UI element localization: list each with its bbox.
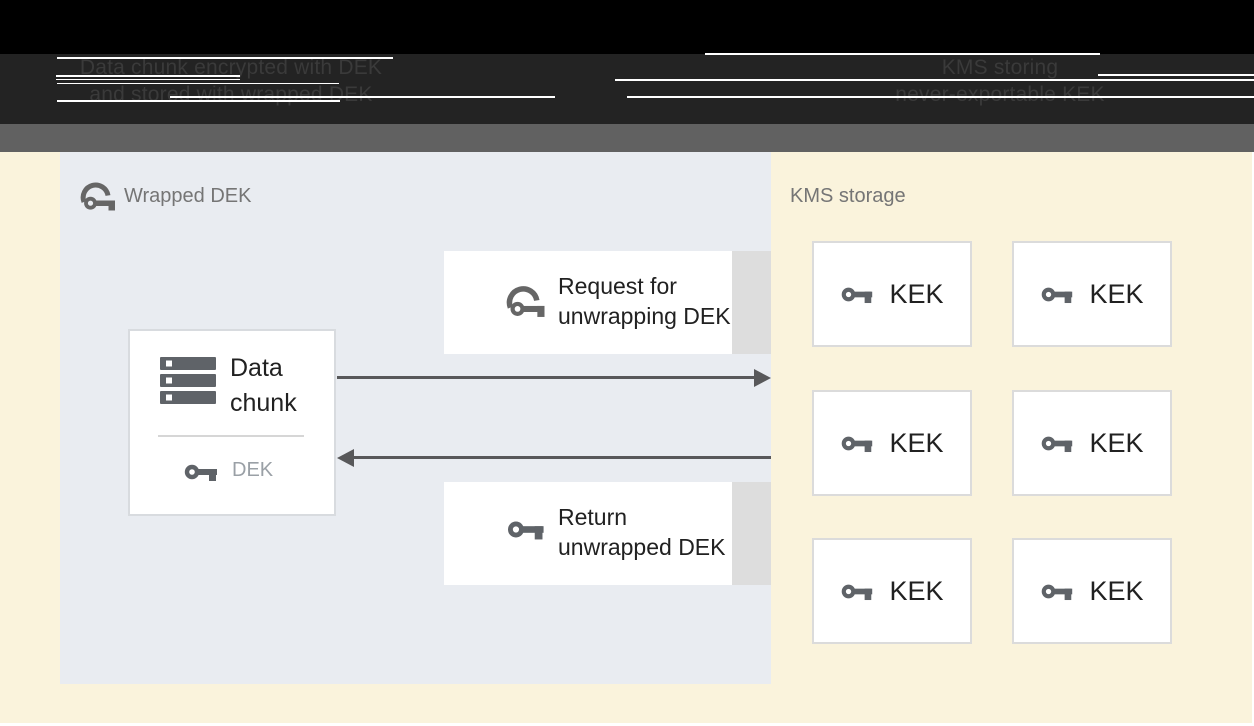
key-icon bbox=[1040, 579, 1076, 604]
kek-label: KEK bbox=[889, 278, 944, 309]
kek-label: KEK bbox=[889, 427, 944, 458]
glitch-line bbox=[56, 75, 240, 77]
caption-line: Data chunk encrypted with DEK bbox=[79, 56, 383, 79]
kek-box: KEK bbox=[812, 390, 972, 496]
glitch-line bbox=[1098, 74, 1254, 76]
glitch-line bbox=[705, 53, 1100, 55]
key-icon bbox=[1040, 431, 1076, 456]
kek-box: KEK bbox=[1012, 538, 1172, 644]
server-stack-icon bbox=[160, 357, 216, 404]
caption-line: KMS storing bbox=[941, 56, 1059, 79]
request-unwrap-label: Request for unwrapping DEK bbox=[558, 273, 731, 329]
request-arrow-line bbox=[337, 376, 757, 379]
request-box-gray-extension bbox=[732, 251, 771, 354]
return-box-gray-extension bbox=[732, 482, 771, 585]
glitch-line bbox=[170, 96, 555, 98]
key-icon bbox=[182, 459, 222, 485]
kek-box: KEK bbox=[1012, 390, 1172, 496]
glitch-line bbox=[615, 79, 1254, 81]
caption-kms: KMS storing never-exportable KEK bbox=[850, 54, 1150, 110]
gray-divider-bar bbox=[0, 124, 1254, 152]
kek-label: KEK bbox=[1089, 278, 1144, 309]
bottom-white-edge bbox=[0, 723, 1254, 726]
kms-storage-title: KMS storage bbox=[790, 185, 906, 207]
kek-label: KEK bbox=[889, 575, 944, 606]
return-unwrapped-box: Return unwrapped DEK bbox=[444, 482, 732, 585]
key-icon bbox=[840, 579, 876, 604]
data-chunk-label: Data chunk bbox=[230, 354, 297, 417]
key-icon bbox=[1040, 282, 1076, 307]
key-icon bbox=[840, 282, 876, 307]
right-white-edge bbox=[1252, 152, 1254, 726]
header-top-black-band bbox=[0, 0, 1254, 54]
request-arrow-head-icon bbox=[754, 368, 771, 387]
dek-label: DEK bbox=[232, 459, 274, 481]
glitch-line bbox=[57, 83, 339, 84]
caption-line: and stored with wrapped DEK bbox=[89, 83, 373, 106]
glitch-line bbox=[57, 100, 340, 102]
kek-box: KEK bbox=[812, 241, 972, 347]
wrapped-dek-panel: Wrapped DEK Data chunk bbox=[60, 152, 771, 684]
kek-box: KEK bbox=[1012, 241, 1172, 347]
request-unwrap-box: Request for unwrapping DEK bbox=[444, 251, 732, 354]
return-unwrapped-label: Return unwrapped DEK bbox=[558, 504, 726, 560]
return-arrow-line bbox=[353, 456, 771, 459]
key-icon bbox=[840, 431, 876, 456]
wrapped-key-icon bbox=[80, 178, 120, 214]
kek-box: KEK bbox=[812, 538, 972, 644]
panel-title: Wrapped DEK bbox=[124, 185, 252, 207]
key-icon bbox=[506, 515, 548, 544]
caption-line: never-exportable KEK bbox=[895, 83, 1105, 106]
kek-label: KEK bbox=[1089, 427, 1144, 458]
return-arrow-head-icon bbox=[337, 448, 354, 467]
glitch-line bbox=[627, 96, 1254, 98]
wrapped-key-icon bbox=[506, 281, 550, 321]
divider bbox=[158, 435, 304, 437]
data-chunk-box: Data chunk DEK bbox=[128, 329, 336, 516]
kek-label: KEK bbox=[1089, 575, 1144, 606]
glitch-line bbox=[57, 57, 393, 59]
glitch-line bbox=[56, 79, 240, 80]
